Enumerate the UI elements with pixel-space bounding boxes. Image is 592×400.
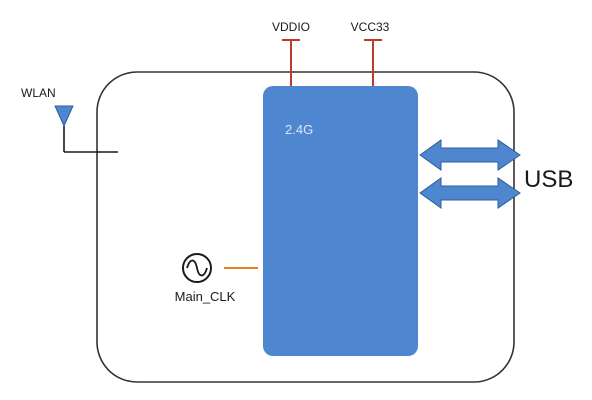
vddio-label: VDDIO (272, 20, 310, 34)
vddio-pin (282, 39, 300, 86)
usb-arrow-1 (419, 139, 521, 171)
vcc33-pin (364, 39, 382, 86)
clock-label: Main_CLK (175, 289, 236, 304)
wlan-label: WLAN (21, 86, 56, 100)
usb-label: USB (524, 166, 573, 193)
vcc33-label: VCC33 (351, 20, 390, 34)
module-outline (96, 71, 515, 383)
oscillator-icon (182, 253, 212, 283)
usb-arrow-2 (419, 177, 521, 209)
band-label: 2.4G (285, 122, 313, 137)
antenna-icon (54, 105, 118, 153)
chip-block (263, 86, 418, 356)
